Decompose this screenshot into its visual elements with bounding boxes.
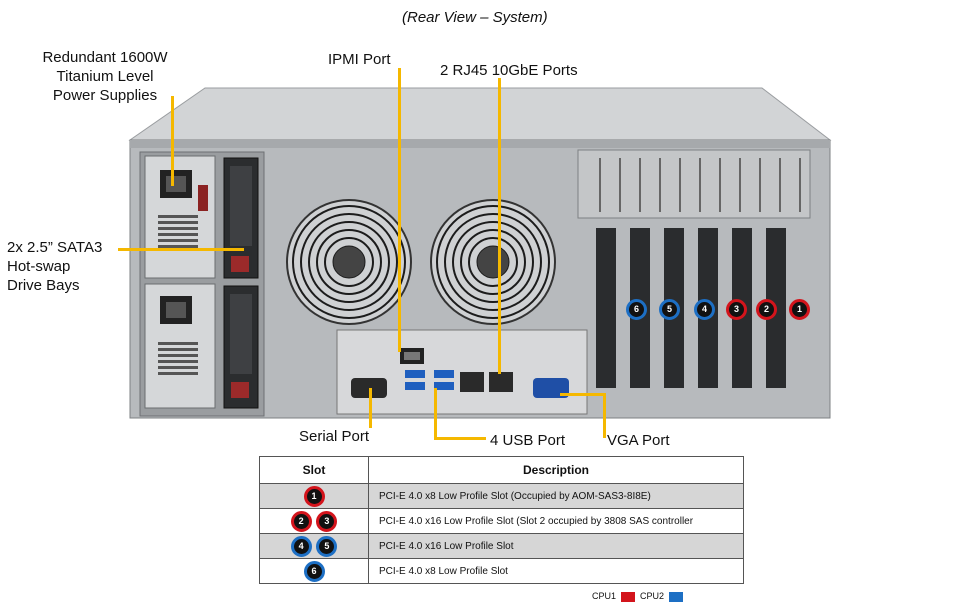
legend-cpu2-swatch — [669, 592, 683, 602]
diagram-title: (Rear View – System) — [402, 9, 548, 26]
slot-badge: 5 — [316, 535, 338, 557]
ipmi-port-label: IPMI Port — [328, 51, 391, 68]
legend-cpu1-swatch — [621, 592, 635, 602]
slot-badge: 6 — [303, 560, 325, 582]
vga-port-label: VGA Port — [607, 432, 670, 449]
table-row: 1 PCI-E 4.0 x8 Low Profile Slot (Occupie… — [259, 483, 744, 509]
slot-table-header: Slot Description — [259, 456, 744, 484]
rj45-ports-label: 2 RJ45 10GbE Ports — [440, 62, 578, 79]
usb-leader-horizontal — [434, 437, 486, 440]
row-description: PCI-E 4.0 x16 Low Profile Slot — [368, 533, 744, 559]
row-description: PCI-E 4.0 x8 Low Profile Slot — [368, 558, 744, 584]
row-description: PCI-E 4.0 x8 Low Profile Slot (Occupied … — [368, 483, 744, 509]
slot-table: Slot Description 1 PCI-E 4.0 x8 Low Prof… — [259, 456, 744, 584]
drive-bay-1 — [223, 157, 259, 279]
usb-port-label: 4 USB Port — [490, 432, 566, 449]
slot-badge: 2 — [290, 510, 312, 532]
pcie-badge-6: 6 — [626, 299, 647, 320]
ipmi-leader — [398, 68, 401, 352]
chassis-top — [128, 87, 832, 141]
slot-badge: 1 — [303, 485, 325, 507]
vga-leader-horizontal — [560, 393, 606, 396]
drive-bay-2 — [223, 285, 259, 409]
usb-ports — [405, 370, 454, 390]
drive-bays-label: 2x 2.5” SATA3 Hot-swap Drive Bays — [7, 239, 103, 294]
fan-left — [286, 199, 412, 325]
power-supply-1 — [144, 155, 216, 279]
pcie-badge-2: 2 — [756, 299, 777, 320]
rj45-ports — [460, 372, 513, 392]
chassis-rear-view — [128, 87, 832, 419]
slot-badge: 3 — [316, 510, 338, 532]
vga-leader-vertical — [603, 393, 606, 438]
rj45-leader — [498, 78, 501, 374]
row-description: PCI-E 4.0 x16 Low Profile Slot (Slot 2 o… — [368, 508, 744, 534]
psu-leader — [171, 96, 174, 186]
pcie-badge-4: 4 — [694, 299, 715, 320]
serial-port-label: Serial Port — [299, 428, 370, 445]
drive-bay-leader — [118, 248, 244, 251]
table-row: 6 PCI-E 4.0 x8 Low Profile Slot — [259, 558, 744, 584]
pcie-badge-5: 5 — [659, 299, 680, 320]
pcie-badge-3: 3 — [726, 299, 747, 320]
pcie-badge-1: 1 — [789, 299, 810, 320]
pcie-badge-row: 6 5 4 3 2 1 — [625, 299, 815, 320]
power-supply-2 — [144, 283, 216, 409]
legend-cpu1-label: CPU1 — [592, 591, 617, 601]
table-row: 2 3 PCI-E 4.0 x16 Low Profile Slot (Slot… — [259, 508, 744, 534]
serial-leader — [369, 388, 372, 428]
slot-header: Slot — [259, 456, 369, 484]
ipmi-port — [400, 348, 424, 364]
power-supplies-label: Redundant 1600W Titanium Level Power Sup… — [42, 49, 168, 104]
legend-cpu2-label: CPU2 — [640, 591, 665, 601]
fan-right — [430, 199, 556, 325]
slot-badge: 4 — [290, 535, 312, 557]
table-row: 4 5 PCI-E 4.0 x16 Low Profile Slot — [259, 533, 744, 559]
description-header: Description — [368, 456, 744, 484]
usb-leader-vertical — [434, 388, 437, 439]
